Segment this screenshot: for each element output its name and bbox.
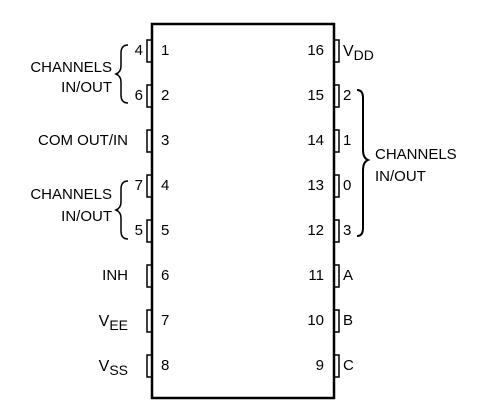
pin-10-label: B	[343, 312, 354, 329]
pin-4-stub	[146, 174, 152, 198]
pin-4-channel: 7	[134, 177, 143, 194]
right-group-line2: IN/OUT	[375, 168, 426, 185]
pin-number-2: 2	[161, 87, 170, 104]
pin-14-label: 1	[343, 132, 352, 149]
pin-13-stub	[334, 174, 340, 198]
pin-7-stub	[146, 309, 152, 333]
pin-number-11: 11	[308, 267, 324, 284]
pin-10-stub	[334, 309, 340, 333]
pin-number-3: 3	[161, 132, 170, 149]
left-top-group-line1: CHANNELS	[30, 59, 112, 76]
pin-11-stub	[334, 264, 340, 288]
pin-14-stub	[334, 129, 340, 153]
pin-3-label: COM OUT/IN	[38, 132, 128, 149]
pin-8-stub	[146, 354, 152, 378]
pin-number-8: 8	[161, 357, 170, 374]
pin-number-6: 6	[161, 267, 170, 284]
left-pin-stubs	[146, 39, 152, 378]
pin-1-channel: 4	[134, 42, 143, 59]
pin-number-4: 4	[161, 177, 170, 194]
pin-number-10: 10	[307, 312, 324, 329]
pin-7-label-main: V	[98, 313, 110, 330]
pin-5-channel: 5	[134, 222, 143, 239]
pin-11-label: A	[343, 267, 354, 284]
pin-2-channel: 6	[134, 87, 143, 104]
right-brace	[356, 89, 371, 237]
pin-7-label-sub: EE	[109, 317, 128, 333]
ic-body	[150, 22, 336, 400]
pin-16-stub	[334, 39, 340, 63]
left-bottom-group-line2: IN/OUT	[61, 208, 112, 225]
pin-9-stub	[334, 354, 340, 378]
pin-number-15: 15	[307, 87, 324, 104]
pin-6-stub	[146, 264, 152, 288]
right-group-line1: CHANNELS	[375, 146, 457, 163]
left-top-brace	[113, 44, 129, 104]
pin-3-stub	[146, 129, 152, 153]
left-bottom-brace	[113, 180, 129, 240]
pin-8-label-sub: SS	[109, 362, 128, 378]
pin-7-label: VEE	[40, 312, 128, 333]
pin-number-13: 13	[307, 177, 324, 194]
pin-number-9: 9	[315, 357, 324, 374]
pin-8-label-main: V	[98, 358, 110, 375]
pin-8-label: VSS	[40, 357, 128, 378]
right-pin-stubs	[334, 39, 340, 378]
pin-number-5: 5	[161, 222, 170, 239]
pin-9-label: C	[343, 357, 354, 374]
pin-16-label-main: V	[343, 43, 354, 60]
pin-number-12: 12	[307, 222, 324, 239]
left-bottom-group-line1: CHANNELS	[30, 186, 112, 203]
left-top-group-line2: IN/OUT	[61, 79, 112, 96]
pin-16-label: VDD	[343, 42, 374, 63]
pin-number-7: 7	[161, 312, 170, 329]
pin-15-label: 2	[343, 87, 352, 104]
pin-6-label: INH	[102, 267, 128, 284]
pin-1-stub	[146, 39, 152, 63]
pin-number-1: 1	[161, 42, 170, 59]
pin-2-stub	[146, 84, 152, 108]
pin-5-stub	[146, 219, 152, 243]
pin-15-stub	[334, 84, 340, 108]
pin-12-label: 3	[343, 222, 352, 239]
pin-12-stub	[334, 219, 340, 243]
pin-16-label-sub: DD	[353, 47, 374, 63]
pin-number-16: 16	[307, 42, 324, 59]
pin-13-label: 0	[343, 177, 352, 194]
pin-number-14: 14	[307, 132, 324, 149]
